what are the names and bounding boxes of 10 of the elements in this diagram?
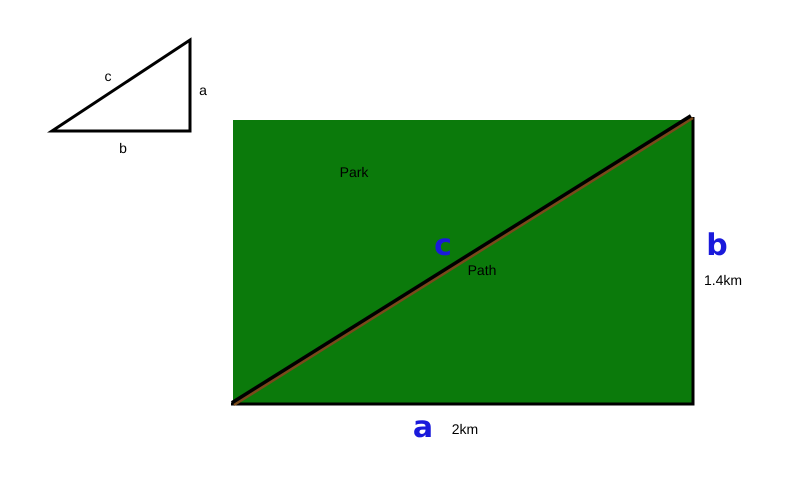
area-label: Park [340, 165, 368, 179]
side-label: c [434, 231, 452, 261]
length-label: 2km [452, 422, 478, 436]
side-label: a [199, 83, 207, 97]
path-label: Path [468, 263, 496, 277]
side-label: c [104, 69, 112, 83]
side-label: b [119, 141, 127, 155]
side-label: a [412, 413, 434, 443]
length-label: 1.4km [704, 273, 742, 287]
side-label: b [706, 231, 728, 261]
